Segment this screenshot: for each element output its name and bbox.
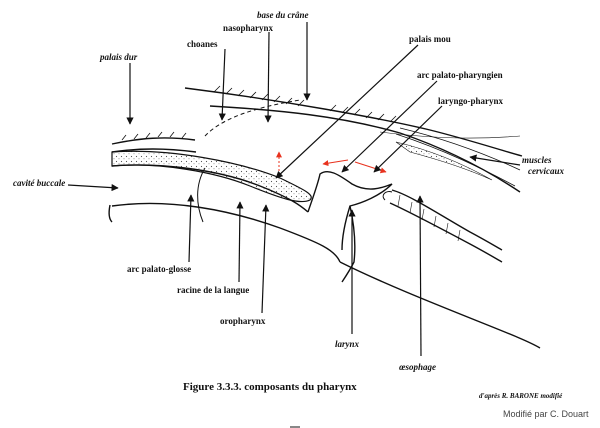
label-nasopharynx: nasopharynx	[223, 23, 274, 33]
hard-palate-lower	[111, 148, 197, 153]
label-muscles-cervicaux-2: cervicaux	[528, 166, 564, 176]
tongue-dorsum	[111, 164, 309, 213]
figure-caption: Figure 3.3.3. composants du pharynx	[183, 381, 357, 393]
hard-palate-hatching	[121, 131, 187, 141]
labels: base du crâne nasopharynx choanes palais…	[13, 10, 564, 372]
lower-contour	[108, 204, 113, 223]
airflow-arrows	[276, 151, 387, 175]
label-larynx: larynx	[335, 339, 360, 349]
label-racine-langue: racine de la langue	[177, 285, 249, 295]
skull-base-line	[184, 87, 523, 157]
oral-floor	[111, 202, 341, 263]
cervical-muscle-texture	[395, 141, 493, 181]
soft-palate	[111, 150, 312, 203]
hard-palate-upper	[111, 137, 196, 145]
label-oesophage: œsophage	[399, 362, 436, 372]
label-cavite-buccale: cavité buccale	[13, 178, 65, 188]
label-muscles-cervicaux-1: muscles	[522, 155, 552, 165]
larynx-anterior	[339, 261, 541, 349]
source-credit: d'après R. BARONE modifié	[479, 392, 563, 400]
label-palais-mou: palais mou	[409, 34, 451, 44]
modified-by-credit: Modifié par C. Douart	[503, 409, 589, 419]
label-oropharynx: oropharynx	[220, 316, 266, 326]
nasopharynx-contour	[204, 99, 301, 137]
label-arc-palato-pharyngien: arc palato-pharyngien	[417, 70, 503, 80]
label-laryngo-pharynx: laryngo-pharynx	[438, 96, 504, 106]
label-palais-dur: palais dur	[99, 52, 138, 62]
anatomy	[108, 85, 541, 349]
larynx-inner	[341, 205, 356, 283]
epiglottis	[307, 170, 393, 251]
skull-base-hatching	[213, 85, 397, 123]
oesophagus-upper	[391, 189, 503, 251]
label-arc-palato-glosse: arc palato-glosse	[127, 264, 191, 274]
oesophagus-lower	[389, 202, 503, 263]
label-choanes: choanes	[187, 39, 218, 49]
oesophagus-top-curl	[382, 191, 393, 201]
oesophagus-hatching	[397, 194, 461, 242]
label-base-du-crane: base du crâne	[257, 10, 309, 20]
palatoglossal-arch	[197, 167, 206, 223]
leader-lines	[67, 22, 521, 357]
